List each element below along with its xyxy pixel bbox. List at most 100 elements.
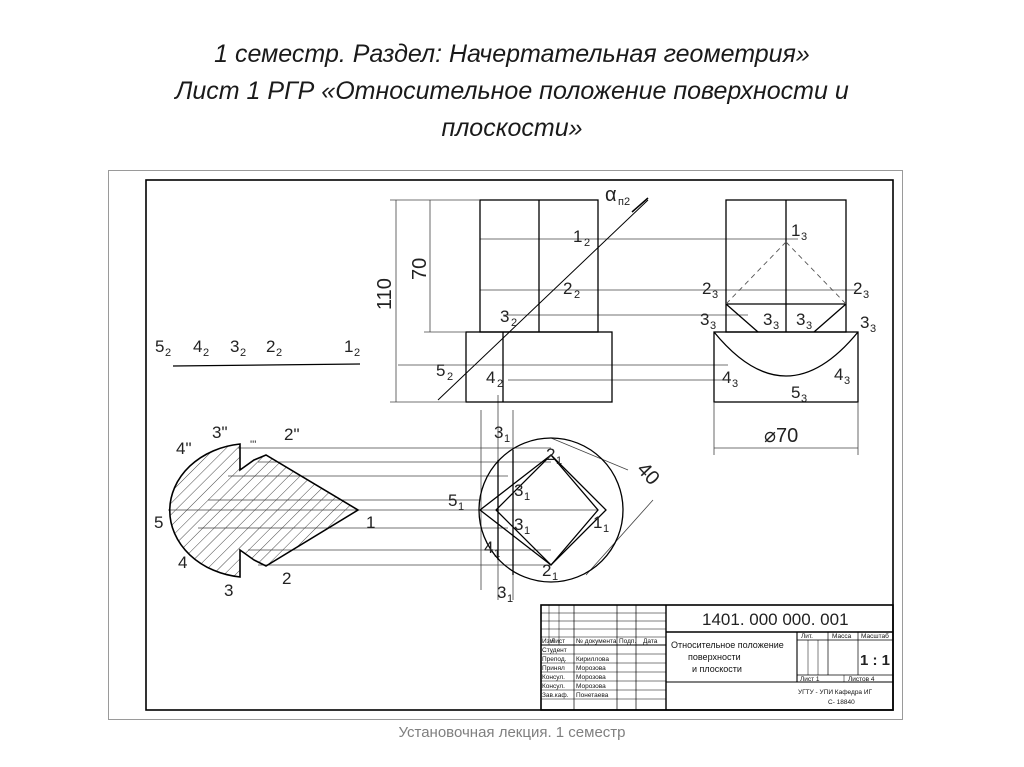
plane-mark-slash (631, 197, 649, 213)
svg-text:№ документа: № документа (576, 638, 617, 645)
svg-text:3: 3 (801, 231, 807, 243)
svg-text:''': ''' (250, 439, 256, 451)
svg-text:Морозова: Морозова (576, 674, 606, 681)
svg-text:Студент: Студент (542, 647, 567, 654)
label-4-2: 4 (486, 368, 495, 387)
svg-text:Кириллова: Кириллова (576, 656, 609, 663)
svg-text:1: 1 (524, 525, 530, 537)
svg-text:3: 3 (700, 310, 709, 329)
svg-text:1: 1 (504, 433, 510, 445)
slide-title: 1 семестр. Раздел: Начертательная геомет… (0, 36, 1024, 147)
svg-text:2: 2 (266, 337, 275, 356)
svg-text:2: 2 (853, 279, 862, 298)
svg-text:Понетаева: Понетаева (576, 692, 609, 699)
svg-text:С- 18840: С- 18840 (828, 699, 855, 706)
svg-text:Морозова: Морозова (576, 683, 606, 690)
svg-text:3: 3 (732, 378, 738, 390)
svg-text:3: 3 (497, 583, 506, 602)
label-1-2-sub: 2 (584, 237, 590, 249)
dim-110: 110 (374, 278, 396, 310)
svg-text:3: 3 (844, 375, 850, 387)
svg-text:1: 1 (552, 571, 558, 583)
svg-text:3: 3 (710, 320, 716, 332)
svg-text:5: 5 (448, 491, 457, 510)
svg-text:3: 3 (494, 423, 503, 442)
svg-text:Зав.каф.: Зав.каф. (542, 692, 569, 699)
svg-text:1: 1 (458, 501, 464, 513)
svg-text:2: 2 (203, 347, 209, 359)
svg-text:5: 5 (791, 383, 800, 402)
label-1-2: 1 (573, 227, 582, 246)
svg-text:2: 2 (354, 347, 360, 359)
title-line-2: Лист 1 РГР «Относительное положение пове… (175, 77, 849, 105)
svg-text:4: 4 (722, 368, 731, 387)
svg-text:3: 3 (712, 289, 718, 301)
slide-footer: Установочная лекция. 1 семестр (398, 724, 626, 741)
svg-text:Лист: Лист (551, 638, 565, 645)
svg-text:2: 2 (542, 561, 551, 580)
svg-text:2: 2 (546, 445, 555, 464)
plane-label-sub: п2 (618, 196, 630, 208)
front-view (465, 199, 613, 403)
top-view (478, 437, 624, 583)
label-4-2-sub: 2 (497, 378, 503, 390)
svg-text:Масштаб: Масштаб (861, 632, 889, 640)
svg-text:1 : 1: 1 : 1 (860, 652, 890, 669)
svg-text:2: 2 (702, 279, 711, 298)
svg-text:поверхности: поверхности (688, 652, 741, 662)
svg-text:1: 1 (366, 513, 375, 532)
label-2-2-sub: 2 (574, 289, 580, 301)
svg-text:1401. 000 000. 001: 1401. 000 000. 001 (702, 610, 849, 629)
svg-text:3: 3 (860, 313, 869, 332)
svg-text:1: 1 (494, 548, 500, 560)
svg-text:4: 4 (178, 553, 187, 572)
svg-text:4": 4" (176, 439, 192, 458)
svg-text:3: 3 (801, 393, 807, 405)
svg-text:2": 2" (284, 425, 300, 444)
dim-70: 70 (409, 258, 431, 280)
label-3-2-sub: 2 (511, 317, 517, 329)
title-block (540, 604, 894, 711)
svg-text:2: 2 (282, 569, 291, 588)
svg-text:Морозова: Морозова (576, 665, 606, 672)
title-line-3: плоскости» (441, 114, 583, 142)
svg-text:5: 5 (154, 513, 163, 532)
svg-text:3: 3 (763, 310, 772, 329)
svg-text:3: 3 (224, 581, 233, 600)
top-labels: 3 1 2 1 1 1 5 1 4 1 2 1 3 1 3 1 3 1 (448, 423, 609, 605)
side-labels: 1 3 2 3 2 3 3 3 3 3 3 3 3 3 4 3 4 3 5 3 (700, 221, 876, 405)
svg-text:3: 3 (870, 323, 876, 335)
front-dims (390, 199, 480, 403)
svg-text:УГТУ - УПИ Кафедра ИГ: УГТУ - УПИ Кафедра ИГ (798, 689, 873, 696)
svg-text:1: 1 (593, 513, 602, 532)
svg-text:2: 2 (165, 347, 171, 359)
svg-text:Принял: Принял (542, 665, 565, 672)
cutting-plane-line (437, 199, 649, 401)
sheet-frame (145, 179, 894, 711)
label-3-2: 3 (500, 307, 509, 326)
svg-text:Масса: Масса (832, 633, 852, 640)
section-labels: 4" 3" ''' 2" 5 1 4 3 2 (154, 423, 375, 600)
svg-text:Консул.: Консул. (542, 674, 565, 681)
side-view (713, 199, 859, 403)
svg-text:5: 5 (155, 337, 164, 356)
svg-text:4: 4 (834, 365, 843, 384)
plane-label: α (605, 184, 617, 206)
svg-text:3: 3 (514, 515, 523, 534)
svg-text:3: 3 (773, 320, 779, 332)
svg-text:Листов 4: Листов 4 (848, 676, 875, 683)
label-5-2: 5 (436, 361, 445, 380)
svg-text:2: 2 (240, 347, 246, 359)
svg-text:Лит.: Лит. (801, 633, 813, 640)
label-5-2-sub: 2 (447, 371, 453, 383)
section-true-shape (168, 443, 360, 578)
svg-text:1: 1 (507, 593, 513, 605)
svg-text:Дата: Дата (643, 638, 658, 645)
title-line-1: 1 семестр. Раздел: Начертательная геомет… (214, 40, 810, 68)
svg-text:3": 3" (212, 423, 228, 442)
front-point-row: 5 2 4 2 3 2 2 2 1 2 (155, 337, 360, 367)
svg-text:1: 1 (791, 221, 800, 240)
svg-text:1: 1 (344, 337, 353, 356)
label-2-2: 2 (563, 279, 572, 298)
svg-text:3: 3 (806, 320, 812, 332)
